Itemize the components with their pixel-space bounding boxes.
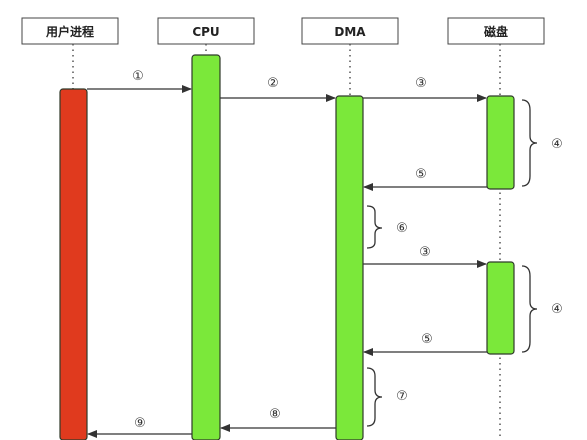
- lane-header-dma: DMA: [301, 17, 399, 45]
- lane-label-disk: 磁盘: [483, 24, 508, 39]
- lane-label-dma: DMA: [334, 25, 366, 39]
- activation-disk-2: [486, 261, 515, 355]
- lane-header-disk: 磁盘: [447, 17, 545, 45]
- step-label-1: ①: [132, 69, 144, 84]
- step-label-3b: ③: [419, 245, 431, 260]
- step-label-3a: ③: [415, 76, 427, 91]
- brace-step-4b: [521, 265, 538, 353]
- brace-step-4a: [521, 99, 538, 187]
- brace-step-7: [366, 367, 383, 427]
- step-label-6: ⑥: [396, 221, 408, 236]
- step-label-5a: ⑤: [415, 167, 427, 182]
- lane-header-process: 用户进程: [21, 17, 119, 45]
- step-label-4b: ④: [551, 302, 563, 317]
- step-label-7: ⑦: [396, 389, 408, 404]
- step-label-4a: ④: [551, 137, 563, 152]
- lane-label-process: 用户进程: [45, 24, 94, 39]
- lane-label-cpu: CPU: [192, 25, 219, 39]
- step-label-8: ⑧: [269, 407, 281, 422]
- activation-disk-1: [486, 95, 515, 190]
- activation-process: [59, 88, 88, 440]
- activation-cpu: [191, 54, 221, 440]
- brace-step-6: [366, 205, 383, 249]
- activation-dma: [335, 95, 364, 440]
- lane-header-cpu: CPU: [157, 17, 255, 45]
- step-label-9: ⑨: [134, 416, 146, 431]
- step-label-2: ②: [267, 76, 279, 91]
- step-label-5b: ⑤: [421, 332, 433, 347]
